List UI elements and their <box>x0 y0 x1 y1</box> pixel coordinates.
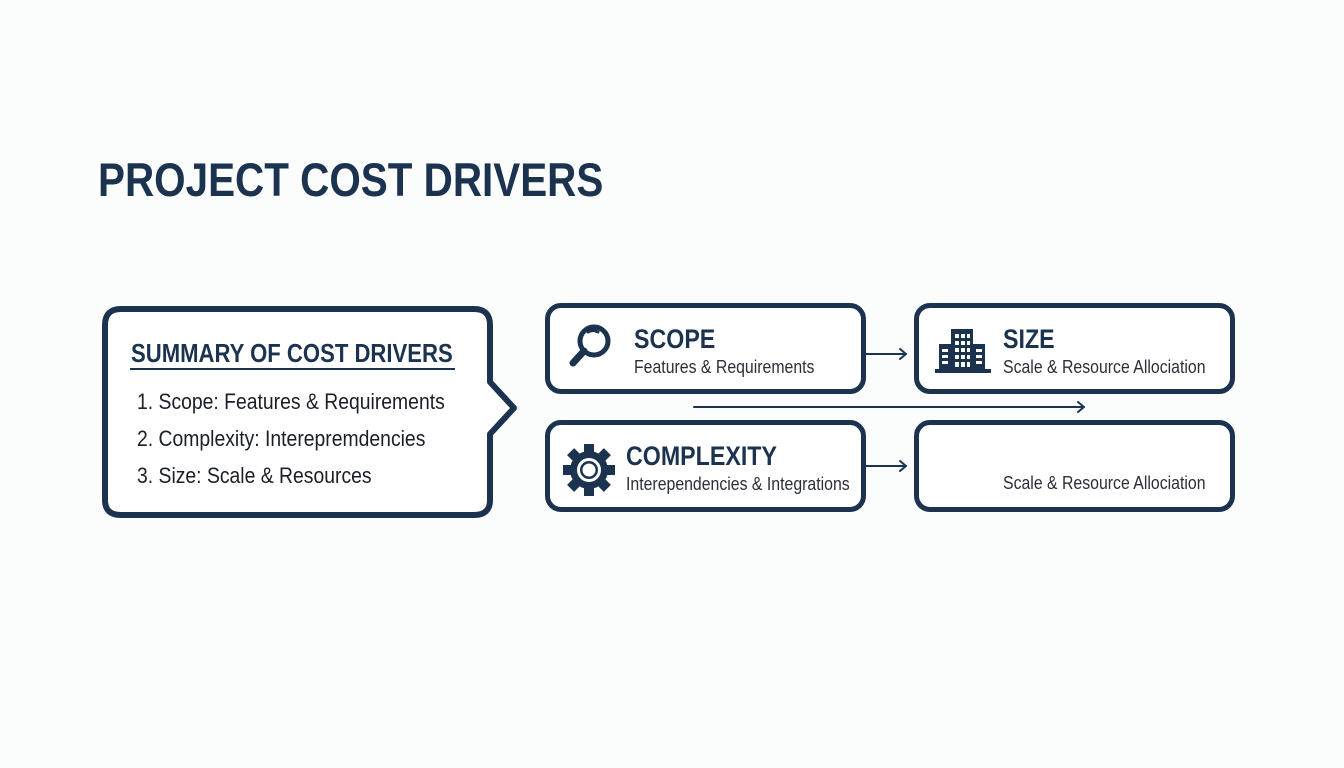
summary-item-complexity: 2. Complexity: Interepremdencies <box>137 426 426 451</box>
gear-icon <box>563 444 615 496</box>
summary-list: 1. Scope: Features & Requirements 2. Com… <box>137 386 487 497</box>
card-complexity-title: COMPLEXITY <box>626 441 777 471</box>
card-scope-title: SCOPE <box>634 324 716 354</box>
summary-heading-underline <box>130 368 455 370</box>
card-size: SIZE Scale & Resource Allociation <box>914 303 1235 394</box>
page-title: PROJECT COST DRIVERS <box>98 153 604 206</box>
card-scope: SCOPE Features & Requirements <box>545 303 866 394</box>
card-resource-allocation-subtitle: Scale & Resource Allociation <box>1003 473 1206 493</box>
card-resource-allocation: Scale & Resource Allociation <box>914 420 1235 512</box>
card-complexity: COMPLEXITY Interependencies & Integratio… <box>545 420 866 512</box>
magnifying-glass-icon <box>569 324 611 367</box>
summary-item-size: 3. Size: Scale & Resources <box>137 463 372 488</box>
card-complexity-subtitle: Interependencies & Integrations <box>626 474 850 494</box>
card-scope-subtitle: Features & Requirements <box>634 357 815 377</box>
summary-item-scope: 1. Scope: Features & Requirements <box>137 389 445 414</box>
building-icon <box>935 329 991 373</box>
card-size-subtitle: Scale & Resource Allociation <box>1003 357 1206 377</box>
card-size-title: SIZE <box>1003 324 1055 354</box>
summary-heading: SUMMARY OF COST DRIVERS <box>131 338 453 368</box>
